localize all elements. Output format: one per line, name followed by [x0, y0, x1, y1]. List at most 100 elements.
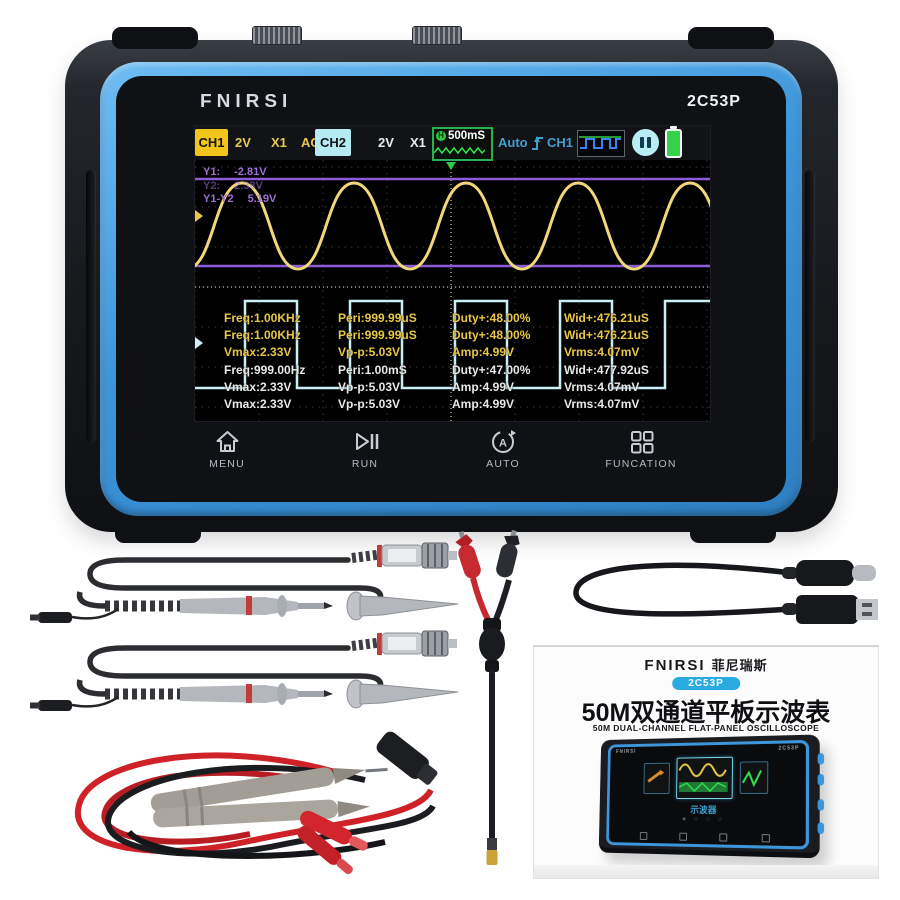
svg-text:A: A [499, 438, 507, 450]
measurement-cell: Freq:1.00KHz [224, 311, 301, 325]
alligator-clip-black [496, 530, 520, 578]
timebase-waveform-strip [433, 146, 486, 155]
grid-icon [630, 431, 653, 454]
box-title-cn: 50M双通道平板示波表 [581, 699, 831, 727]
funcation-button[interactable]: FUNCATION [593, 428, 689, 470]
waveform-display [195, 160, 710, 421]
y1y2-value: 5.19V [247, 193, 277, 205]
trigger-rising-edge-icon [532, 136, 543, 150]
waveform-thumbnail[interactable] [577, 130, 625, 157]
menu-button[interactable]: MENU [179, 428, 275, 470]
battery-icon [665, 126, 682, 158]
home-icon [216, 431, 238, 452]
mini-brand: FNIRSI [615, 748, 637, 755]
ch2-probe[interactable]: X1 [410, 135, 426, 150]
mini-side-button [817, 753, 825, 765]
oscilloscope-probes [30, 540, 460, 720]
alligator-clip-red [455, 531, 481, 579]
ch1-sine-wave [195, 181, 710, 271]
mini-side-button [817, 822, 825, 834]
banana-plug-red [297, 825, 353, 875]
bnc-connector-ch2 [412, 26, 462, 45]
measurement-cell: Vp-p:5.03V [338, 379, 401, 394]
measurement-column-1: Freq:1.00KHz Freq:1.00KHz Vmax:2.33V Fre… [224, 310, 305, 413]
multimeter-test-leads [74, 731, 438, 875]
oscilloscope-screen: CH1 2V X1 AC CH2 2V X1 AC H 500mS [194, 125, 711, 422]
ch1-probe[interactable]: X1 [271, 135, 287, 150]
ch2-volts[interactable]: 2V [378, 135, 394, 150]
auto-button[interactable]: A AUTO [455, 428, 551, 470]
ch1-volts[interactable]: 2V [235, 135, 251, 150]
bottom-foot-left [115, 521, 201, 543]
mini-model: 2C53P [778, 745, 800, 752]
measurement-cell: Vrms:4.07mV [564, 345, 640, 360]
box-floor-shading [534, 865, 878, 878]
measurement-cell: Vmax:2.33V [224, 379, 292, 394]
brand-logo: FNIRSI [200, 91, 293, 112]
mini-carousel-dots: ● ○ ○ ○ [682, 815, 725, 824]
mini-device-screen: FNIRSI 2C53P [606, 739, 810, 850]
mini-card-multimeter [643, 762, 670, 795]
measurement-cell: Vmax:2.33V [224, 345, 292, 360]
alligator-clip-lead [455, 530, 520, 865]
ch2-square-wave [195, 299, 710, 390]
y1-label: Y1: [203, 166, 221, 178]
usb-a-connector [796, 595, 878, 624]
measurement-cell: Freq:999.00Hz [224, 362, 306, 377]
front-bezel: FNIRSI 2C53P CH1 2V X1 AC CH2 2V X1 AC [116, 76, 786, 502]
timebase-box[interactable]: H 500mS [432, 127, 493, 161]
measurement-cell: Vp-p:5.03V [338, 397, 401, 412]
mini-side-button [817, 799, 825, 811]
measurement-cell: Vrms:4.07mV [564, 379, 640, 394]
y2-value: 2.38V [234, 179, 263, 192]
measurement-cell: Peri:999.99uS [338, 311, 417, 325]
measurement-cell: Vrms:4.07mV [564, 397, 640, 412]
oscilloscope-device: FNIRSI 2C53P CH1 2V X1 AC CH2 2V X1 AC [65, 26, 838, 543]
measurement-cell: Wid+:476.21uS [564, 328, 649, 343]
usb-cable [573, 560, 878, 624]
measurement-cell: Wid+:476.21uS [564, 311, 649, 325]
measurement-cell: Duty+:48.00% [452, 311, 531, 325]
trigger-source[interactable]: CH1 [547, 135, 574, 150]
top-bumper-left [112, 27, 198, 49]
usb-c-connector [796, 560, 876, 586]
box-model-badge: 2C53P [672, 677, 740, 690]
status-bar: CH1 2V X1 AC CH2 2V X1 AC H 500mS [195, 126, 710, 161]
measurement-cell: Duty+:47.00% [452, 362, 531, 377]
model-label: 2C53P [687, 93, 741, 110]
blue-protective-frame: FNIRSI 2C53P CH1 2V X1 AC CH2 2V X1 AC [100, 62, 802, 516]
measurement-cell: Duty+:48.00% [452, 328, 531, 343]
trigger-mode[interactable]: Auto [498, 135, 528, 150]
y1y2-label: Y1-Y2 [203, 193, 234, 205]
measurement-cell: Vp-p:5.03V [338, 345, 401, 360]
ch1-badge[interactable]: CH1 [195, 129, 228, 156]
measurement-cell: Amp:4.99V [452, 397, 515, 412]
mini-card-waveform [739, 761, 768, 794]
ch2-level-marker [195, 337, 203, 349]
box-title-en: 50M DUAL-CHANNEL FLAT-PANEL OSCILLOSCOPE [592, 723, 820, 733]
bnc-connector-ch1 [252, 26, 302, 45]
probe-handle [153, 799, 370, 828]
run-button[interactable]: RUN [317, 428, 413, 470]
measurement-column-4: Wid+:476.21uS Wid+:476.21uS Vrms:4.07mV … [564, 310, 649, 413]
play-pause-icon [356, 433, 379, 450]
top-bumper-right [688, 27, 774, 49]
side-grip-left [86, 170, 95, 442]
box-brand: FNIRSI [644, 657, 706, 674]
clock-icon: H [436, 131, 446, 141]
measurement-cell: Amp:4.99V [452, 379, 515, 394]
mini-menu-icons [609, 832, 806, 844]
measurement-cell: Amp:4.99V [452, 345, 515, 360]
bottom-foot-right [690, 521, 776, 543]
banana-plug-red [300, 810, 368, 851]
pause-button[interactable] [632, 129, 659, 156]
ch1-level-marker [195, 210, 203, 222]
ch2-badge[interactable]: CH2 [315, 129, 351, 156]
mini-card-oscilloscope [676, 756, 733, 800]
measurement-cell: Peri:999.99uS [338, 328, 417, 343]
y2-label: Y2: [203, 179, 221, 192]
